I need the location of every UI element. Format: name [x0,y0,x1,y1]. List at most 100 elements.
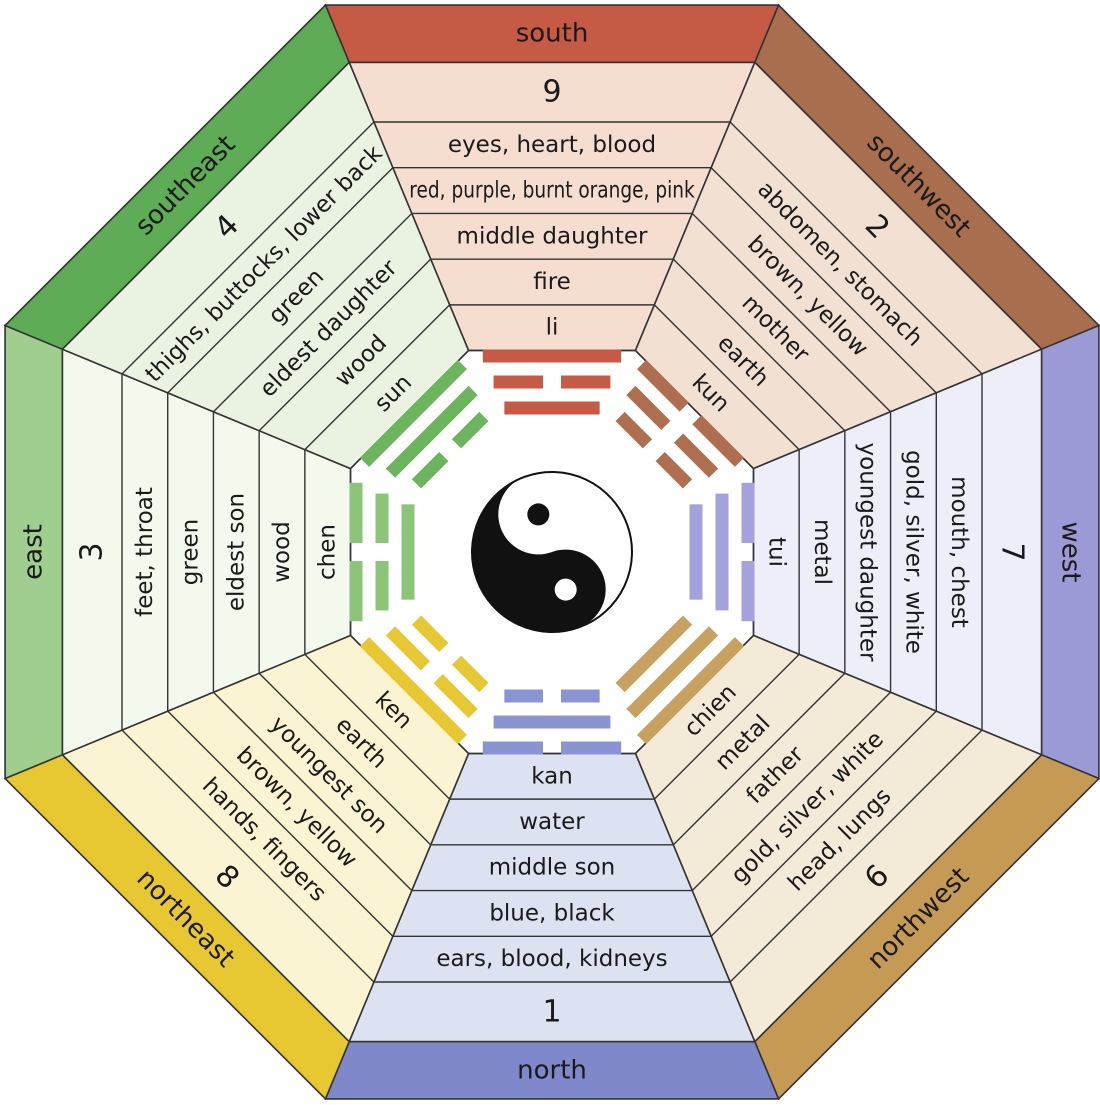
trigram-line-solid [626,626,719,719]
row-divider [691,691,892,892]
sector-south: eyes, heart, blood red, purple, burnt ora… [324,4,780,352]
trigram-line-broken [433,673,478,719]
sector-east-number: 3 [75,542,110,561]
trigram-line-broken [349,561,363,622]
trigram-line-broken [349,482,363,543]
sector-east-row-0: feet, throat [132,487,158,617]
row-divider [710,167,937,394]
trigram-south [482,349,622,415]
trigram-line-solid [637,637,745,745]
trigram-line-solid [359,637,467,745]
direction-label-east: east [19,524,49,580]
sector-south-row-4: li [546,315,559,341]
sector-north: ears, blood, kidneys blue, black middle so… [324,752,780,1100]
trigram-line-broken [504,689,543,703]
row-divider [212,691,413,892]
row-divider [729,121,983,375]
row-divider [167,710,394,937]
sector-north-row-1: blue, black [489,900,615,926]
trigram-line-broken [637,359,689,412]
trigram-line-broken [692,415,745,467]
trigram-line-broken [741,561,755,622]
sector-south-row-3: fire [533,269,571,295]
row-divider [212,212,413,413]
trigram-line-solid [401,504,415,600]
trigram-line-broken [561,741,622,755]
row-divider [121,729,375,983]
trigram-line-broken [493,375,543,389]
sector-east-row-4: chen [315,524,341,580]
sector-north-number: 1 [542,994,561,1029]
sector-north-row-3: water [519,809,585,835]
sector-east-row-2: eldest son [223,493,249,611]
trigram-line-broken [411,451,449,489]
row-divider [729,729,983,983]
row-divider [258,258,432,432]
row-divider [304,304,451,451]
trigram-line-solid [504,401,600,415]
row-divider [653,304,800,451]
sector-north-row-2: middle son [489,855,615,881]
trigram-line-solid [359,359,467,467]
trigram-line-broken [451,655,489,693]
trigram-line-broken [615,411,653,449]
sector-east-row-1: green [178,519,204,585]
sector-north-row-4: kan [531,763,573,789]
trigram-northeast [359,615,489,745]
row-divider [672,258,846,432]
row-divider [691,212,892,413]
direction-label-north: north [517,1055,587,1085]
trigram-line-broken [451,411,489,449]
sector-south-number: 9 [542,75,561,110]
trigram-line-broken [655,451,693,489]
sector-east-row-3: wood [269,521,295,583]
trigram-line-broken [385,626,431,671]
yin-yang-icon [471,471,633,633]
trigram-line-broken [411,615,449,653]
row-divider [167,167,394,394]
trigram-line-broken [741,482,755,543]
trigram-line-broken [561,375,611,389]
sector-west-number: 7 [994,542,1029,561]
sector-north-row-0: ears, blood, kidneys [436,946,667,972]
trigram-east [349,482,415,622]
sector-west-row-2: youngest daughter [855,443,881,663]
sector-south-row-1: red, purple, burnt orange, pink [409,178,695,204]
row-divider [653,653,800,800]
row-divider [121,121,375,375]
trigram-line-solid [493,715,611,729]
trigram-line-broken [673,433,719,478]
trigram-line-broken [561,689,600,703]
row-divider [304,653,451,800]
trigram-west [689,482,755,622]
sector-west-row-3: metal [809,519,835,585]
trigram-line-solid [689,504,703,600]
sector-west-row-0: mouth, chest [946,476,972,628]
sector-west-row-4: tui [763,537,789,567]
row-divider [710,710,937,937]
direction-label-south: south [516,19,589,49]
trigram-southeast [359,359,489,489]
trigram-line-solid [615,615,693,693]
trigram-northwest [615,615,745,745]
trigram-line-broken [626,385,671,431]
sector-west: mouth, chest gold, silver, white youngest … [752,324,1100,780]
trigram-southwest [615,359,745,489]
trigram-line-solid [385,385,478,478]
row-divider [672,672,846,846]
trigram-north [482,689,622,755]
trigram-line-broken [482,741,543,755]
row-divider [258,672,432,846]
trigram-line-solid [715,493,729,611]
sector-south-row-0: eyes, heart, blood [448,132,656,158]
sector-east: feet, throat green eldest son wood chen 3 east [4,324,352,780]
sector-west-row-1: gold, silver, white [900,450,926,654]
trigram-line-solid [482,349,622,363]
sector-south-row-2: middle daughter [457,223,648,249]
sector-southeast: thighs, buttocks, lower backgreeneldest … [3,3,470,470]
trigram-line-broken [375,493,389,543]
direction-band-southeast [3,3,351,351]
direction-label-west: west [1055,521,1085,582]
